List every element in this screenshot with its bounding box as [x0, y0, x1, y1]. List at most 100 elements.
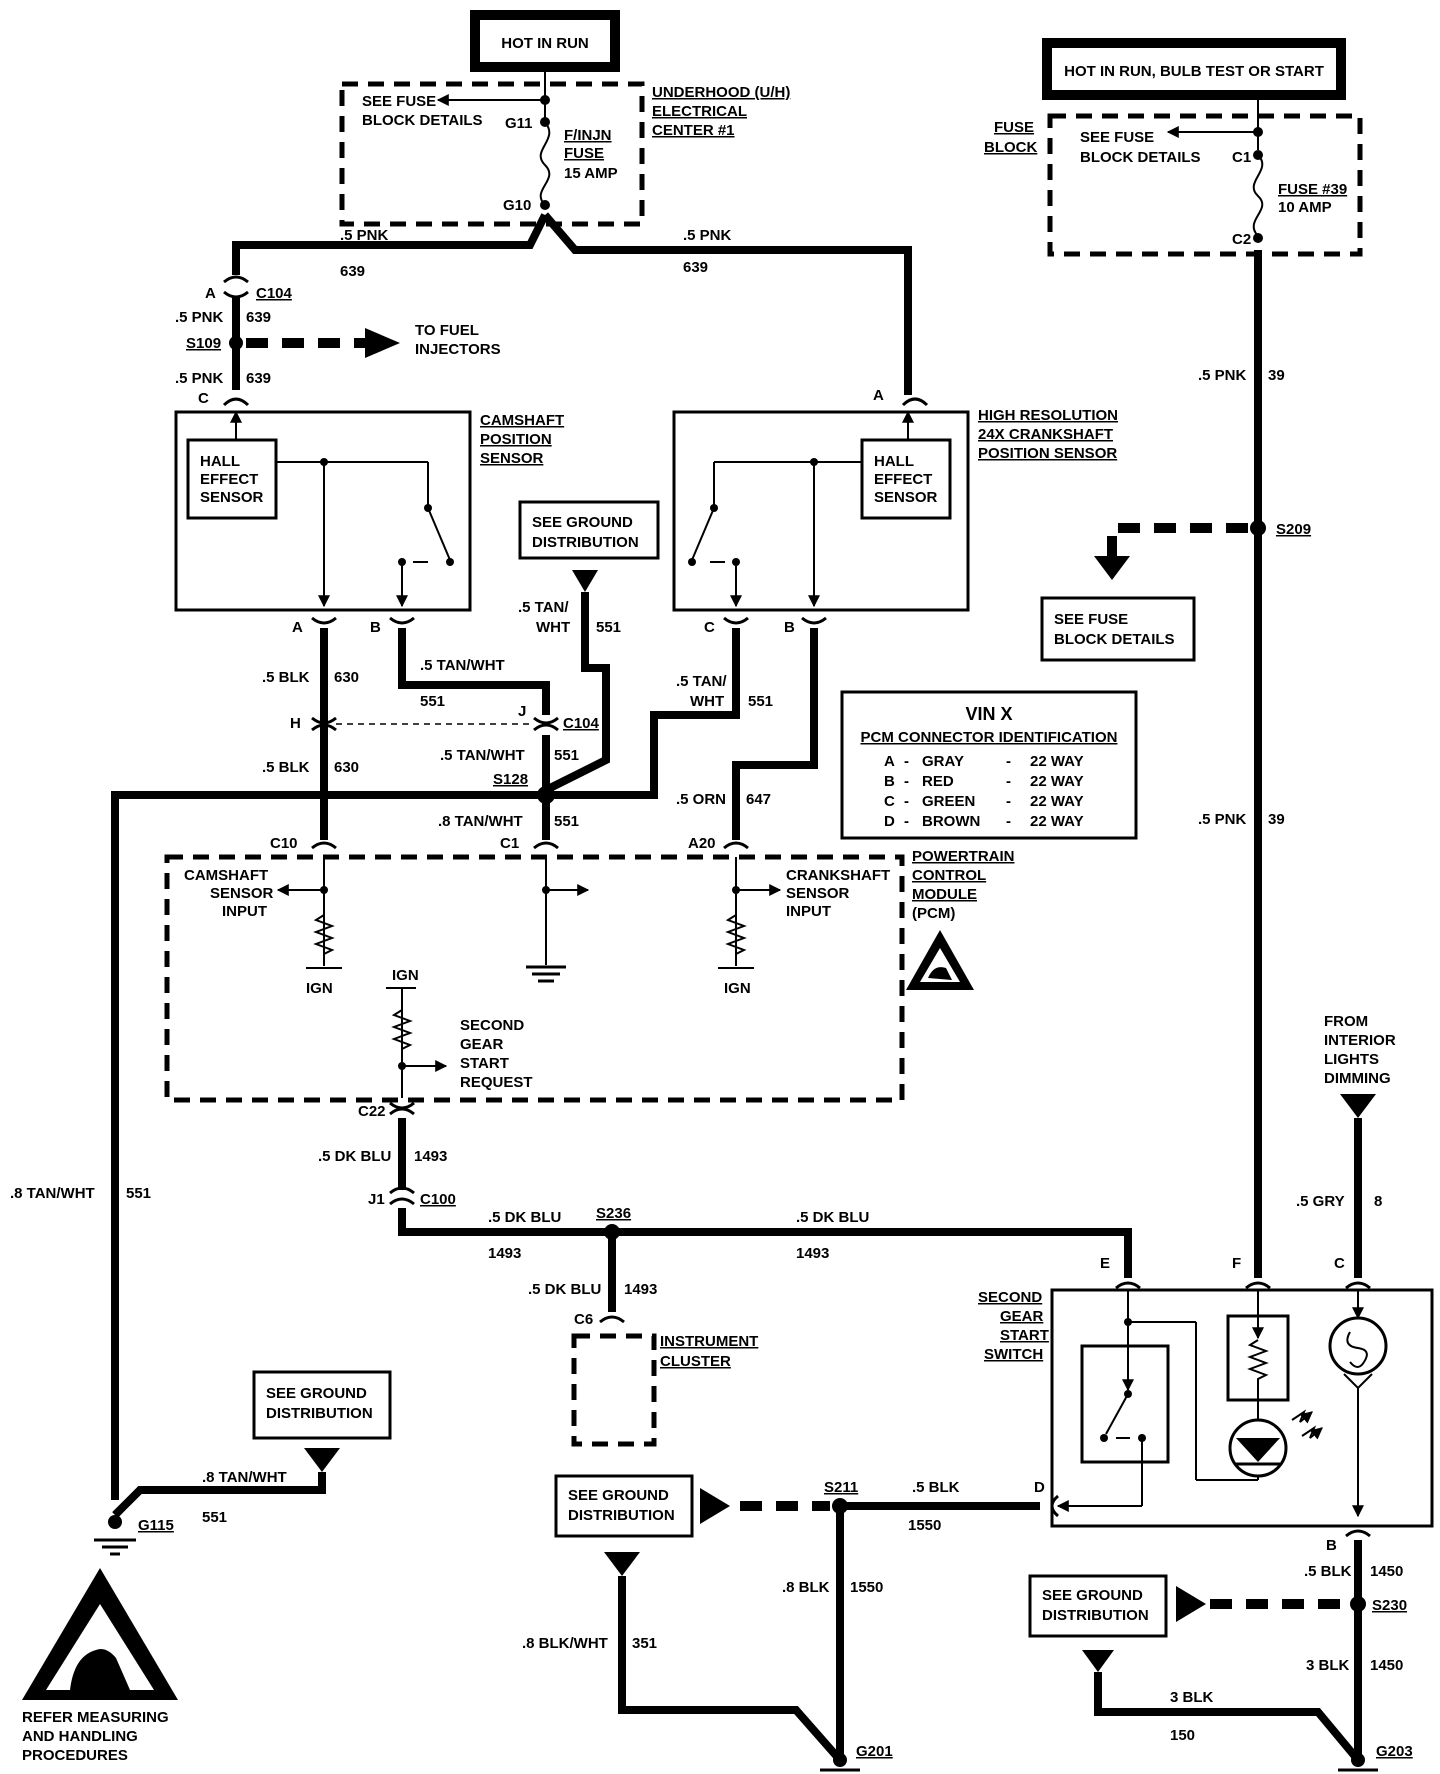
svg-text:E: E	[1100, 1255, 1110, 1272]
svg-text:BLOCK DETAILS: BLOCK DETAILS	[362, 112, 483, 129]
svg-text:DISTRIBUTION: DISTRIBUTION	[266, 1405, 373, 1422]
svg-text:J: J	[518, 703, 526, 720]
pcm-labels: POWERTRAIN CONTROL MODULE (PCM)	[912, 848, 1015, 922]
svg-text:39: 39	[1268, 811, 1285, 828]
table-row: C- GREEN- 22 WAY	[884, 793, 1084, 810]
svg-text:1493: 1493	[414, 1148, 447, 1165]
svg-text:3 BLK: 3 BLK	[1170, 1689, 1214, 1706]
svg-text:A: A	[884, 753, 895, 770]
svg-text:8: 8	[1374, 1193, 1382, 1210]
wire-639-left	[232, 213, 549, 275]
svg-text:SEE GROUND: SEE GROUND	[1042, 1587, 1143, 1604]
see-ground-distribution-4: SEE GROUND DISTRIBUTION	[1028, 1574, 1168, 1638]
svg-text:INSTRUMENT: INSTRUMENT	[660, 1333, 758, 1350]
svg-text:551: 551	[554, 813, 579, 830]
svg-text:S128: S128	[493, 771, 528, 788]
svg-text:.8 TAN/WHT: .8 TAN/WHT	[438, 813, 523, 830]
svg-text:S109: S109	[186, 335, 221, 352]
svg-text:SENSOR: SENSOR	[200, 489, 264, 506]
crankshaft-sensor-connectors: C B	[704, 616, 827, 636]
see-ground-distribution-2: SEE GROUND DISTRIBUTION	[252, 1370, 392, 1472]
svg-text:CAMSHAFT: CAMSHAFT	[184, 867, 268, 884]
connector-c104-h-j: H J C104	[290, 703, 600, 732]
svg-text:START: START	[460, 1055, 509, 1072]
svg-text:1550: 1550	[850, 1579, 883, 1596]
svg-text:15 AMP: 15 AMP	[564, 165, 618, 182]
underhood-labels: UNDERHOOD (U/H) ELECTRICAL CENTER #1 SEE…	[362, 84, 790, 214]
fuse-block	[1047, 113, 1363, 257]
svg-text:IGN: IGN	[392, 967, 419, 984]
svg-text:SECOND: SECOND	[978, 1289, 1042, 1306]
svg-text:SEE GROUND: SEE GROUND	[266, 1385, 367, 1402]
svg-text:24X CRANKSHAFT: 24X CRANKSHAFT	[978, 426, 1113, 443]
svg-text:.5 DK BLU: .5 DK BLU	[796, 1209, 869, 1226]
wire-551-ground	[544, 592, 610, 794]
svg-text:G11: G11	[505, 115, 533, 132]
svg-text:.5 PNK: .5 PNK	[340, 227, 389, 244]
svg-text:639: 639	[246, 309, 271, 326]
crankshaft-sensor-labels: HIGH RESOLUTION 24X CRANKSHAFT POSITION …	[978, 407, 1118, 462]
svg-text:B: B	[784, 619, 795, 636]
svg-text:150: 150	[1170, 1727, 1195, 1744]
svg-text:G115: G115	[138, 1517, 174, 1534]
svg-text:G203: G203	[1376, 1743, 1413, 1760]
svg-text:S236: S236	[596, 1205, 631, 1222]
svg-text:A: A	[873, 387, 884, 404]
svg-text:RED: RED	[922, 773, 954, 790]
switch-labels: SECOND GEAR START SWITCH	[978, 1289, 1049, 1363]
svg-text:SWITCH: SWITCH	[984, 1346, 1043, 1363]
svg-text:B: B	[370, 619, 381, 636]
svg-text:POSITION: POSITION	[480, 431, 552, 448]
svg-text:D: D	[884, 813, 895, 830]
svg-text:EFFECT: EFFECT	[874, 471, 932, 488]
esd-handling-icon	[22, 1568, 178, 1700]
see-ground-distribution-3: SEE GROUND DISTRIBUTION	[554, 1474, 694, 1538]
svg-text:IGN: IGN	[306, 980, 333, 997]
svg-text:TO FUEL: TO FUEL	[415, 322, 479, 339]
svg-text:C: C	[884, 793, 895, 810]
svg-text:LIGHTS: LIGHTS	[1324, 1051, 1379, 1068]
wire-150	[1094, 1672, 1362, 1763]
svg-text:.5 PNK: .5 PNK	[1198, 811, 1247, 828]
svg-text:.5 BLK: .5 BLK	[262, 759, 310, 776]
svg-text:DISTRIBUTION: DISTRIBUTION	[1042, 1607, 1149, 1624]
svg-text:A: A	[292, 619, 303, 636]
svg-text:J1: J1	[368, 1191, 385, 1208]
svg-text:IGN: IGN	[724, 980, 751, 997]
svg-text:FUSE: FUSE	[994, 119, 1034, 136]
svg-text:551: 551	[202, 1509, 227, 1526]
svg-text:SENSOR: SENSOR	[786, 885, 850, 902]
svg-text:.8 BLK/WHT: .8 BLK/WHT	[522, 1635, 608, 1652]
instrument-cluster	[571, 1333, 657, 1447]
svg-text:1450: 1450	[1370, 1657, 1403, 1674]
svg-text:MODULE: MODULE	[912, 886, 977, 903]
svg-text:INJECTORS: INJECTORS	[415, 341, 501, 358]
svg-text:C: C	[704, 619, 715, 636]
svg-text:A: A	[205, 285, 216, 302]
svg-text:ELECTRICAL: ELECTRICAL	[652, 103, 747, 120]
svg-text:551: 551	[420, 693, 445, 710]
wire-351	[618, 1576, 844, 1763]
svg-text:C: C	[198, 390, 209, 407]
svg-text:.5 TAN/: .5 TAN/	[518, 599, 569, 616]
svg-text:B: B	[884, 773, 895, 790]
second-gear-start-switch	[1050, 1288, 1434, 1528]
svg-text:.5 ORN: .5 ORN	[676, 791, 726, 808]
svg-text:1450: 1450	[1370, 1563, 1403, 1580]
pcm-connector-table: VIN X PCM CONNECTOR IDENTIFICATION A- GR…	[840, 690, 1138, 840]
splice-s230	[1350, 1596, 1366, 1612]
svg-text:DIMMING: DIMMING	[1324, 1070, 1391, 1087]
hot-in-run-bulb-source: HOT IN RUN, BULB TEST OR START	[1042, 38, 1346, 100]
wire-551-crank	[546, 628, 740, 799]
table-row: B- RED- 22 WAY	[884, 773, 1084, 790]
svg-text:HIGH RESOLUTION: HIGH RESOLUTION	[978, 407, 1118, 424]
hot-in-run-source: HOT IN RUN	[470, 10, 620, 72]
svg-text:630: 630	[334, 759, 359, 776]
svg-text:.5 TAN/: .5 TAN/	[676, 673, 727, 690]
wire-639-right	[541, 212, 912, 395]
svg-text:639: 639	[340, 263, 365, 280]
svg-text:.8 TAN/WHT: .8 TAN/WHT	[202, 1469, 287, 1486]
svg-text:.8 TAN/WHT: .8 TAN/WHT	[10, 1185, 95, 1202]
svg-text:1550: 1550	[908, 1517, 941, 1534]
